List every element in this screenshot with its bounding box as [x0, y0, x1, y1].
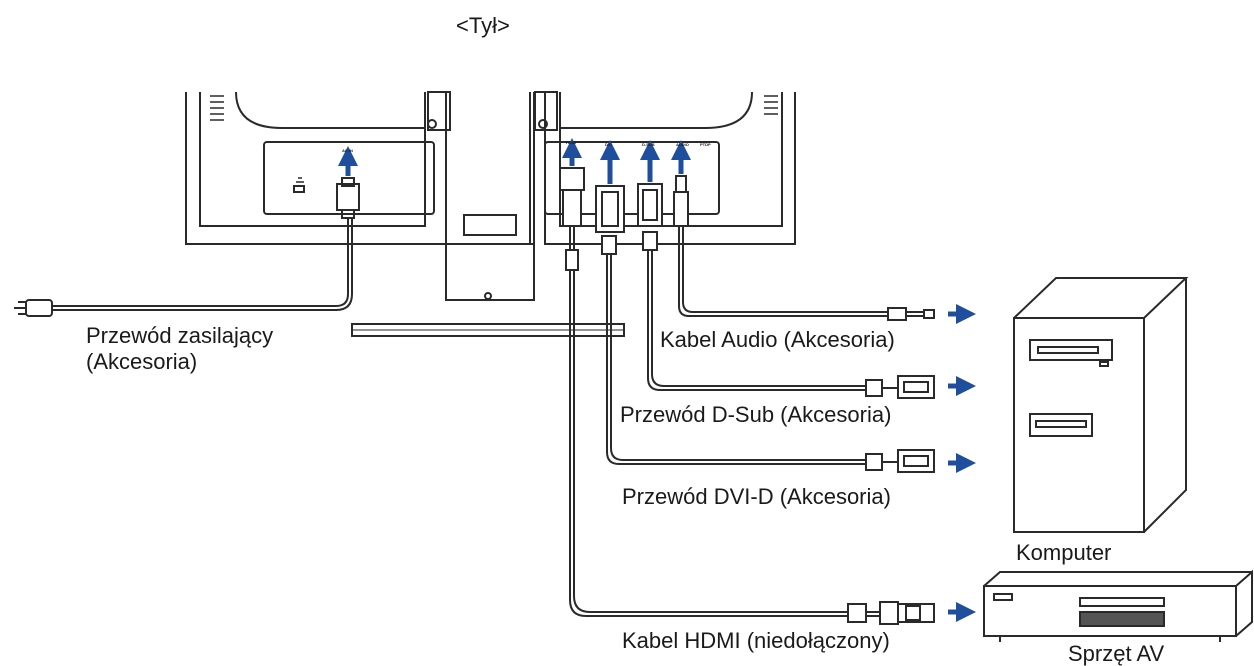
dvi-cable-label: Przewód DVI-D (Akcesoria)	[622, 484, 891, 509]
computer-tower	[1013, 277, 1189, 533]
hdmi-cable-label: Kabel HDMI (niedołączony)	[622, 628, 890, 653]
power-cable-label-line1: Przewód zasilający	[86, 323, 274, 348]
power-cable-label-line2: (Akcesoria)	[86, 349, 198, 374]
dsub-cable-label: Przewód D-Sub (Akcesoria)	[620, 402, 892, 427]
port-label-ptdp: PTDP	[700, 142, 711, 147]
port-label-ac-in: AC IN	[342, 148, 353, 153]
audio-cable	[673, 175, 935, 321]
connection-arrows	[338, 138, 976, 622]
port-label-dsub: D-SUB	[642, 142, 655, 147]
dsub-cable	[637, 183, 935, 399]
view-title: <Tył>	[456, 13, 510, 38]
computer-label: Komputer	[1016, 540, 1112, 565]
monitor-back	[185, 91, 796, 337]
av-device-label: Sprzęt AV	[1068, 641, 1165, 666]
port-label-dvi: DVI	[605, 142, 612, 147]
dvi-cable	[595, 185, 935, 473]
power-cable	[14, 177, 360, 317]
port-label-audio: AUDIO	[676, 142, 689, 147]
port-label-hdmi: HDMI	[566, 140, 577, 145]
hdmi-cable	[559, 167, 935, 625]
av-device	[983, 569, 1253, 642]
audio-cable-label: Kabel Audio (Akcesoria)	[660, 327, 895, 352]
